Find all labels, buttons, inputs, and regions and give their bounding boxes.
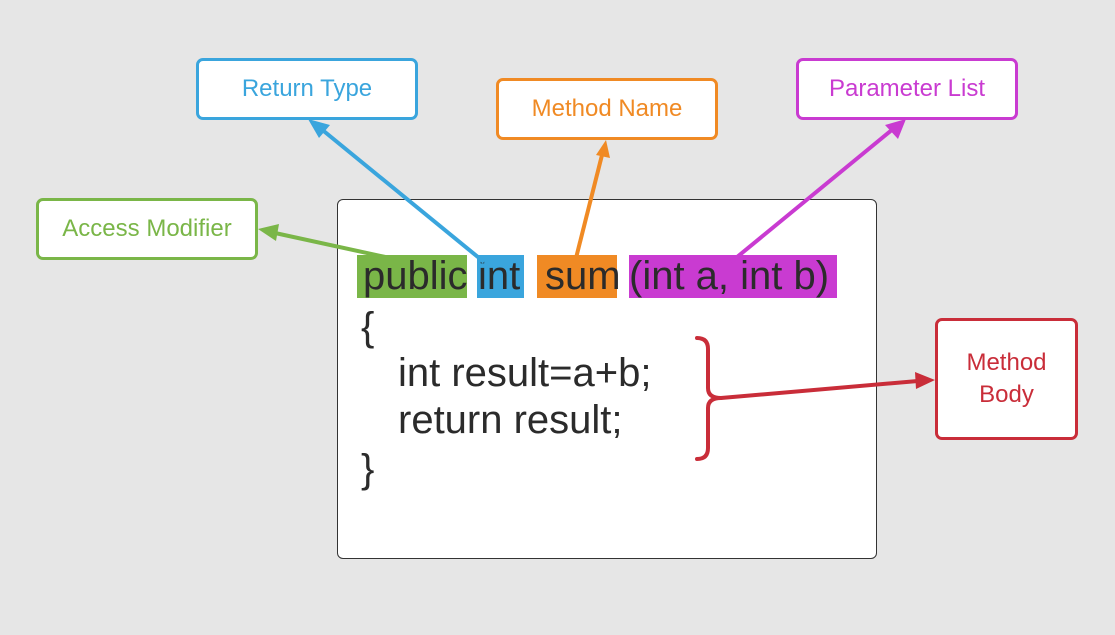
access-modifier-label: Access Modifier <box>36 198 258 260</box>
method-name-identifier: sum <box>537 254 621 298</box>
body-line-2: return result; <box>398 398 623 442</box>
method-body-label: Method Body <box>935 318 1078 440</box>
open-brace: { <box>361 305 375 349</box>
parameter-list-code: (int a, int b) <box>629 254 837 298</box>
return-type-keyword: int <box>477 254 524 298</box>
return-type-label: Return Type <box>196 58 418 120</box>
access-modifier-keyword: public <box>357 254 468 298</box>
close-brace: } <box>361 447 375 491</box>
parameter-list-label: Parameter List <box>796 58 1018 120</box>
body-line-1: int result=a+b; <box>398 351 652 395</box>
method-name-label: Method Name <box>496 78 718 140</box>
